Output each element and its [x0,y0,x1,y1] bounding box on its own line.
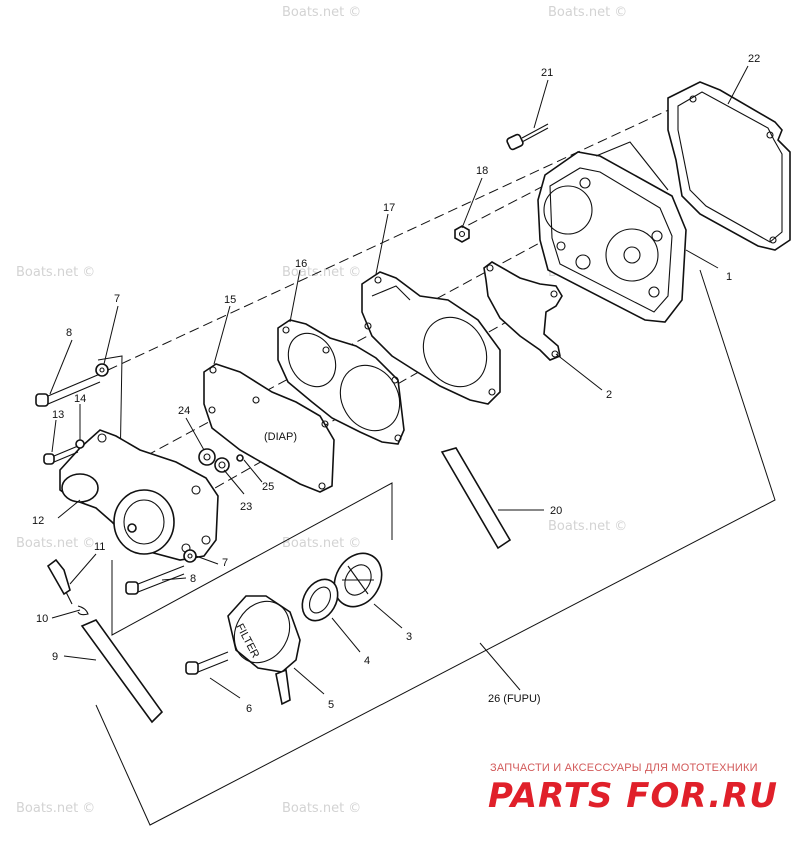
label-26-fupu: 26 (FUPU) [488,693,541,705]
part-7-washer-lower [183,549,197,563]
part-15-diaphragm: (DIAP) [203,363,335,493]
label-17: 17 [383,202,395,214]
label-18: 18 [476,165,488,177]
watermark: Boats.net © [16,801,95,816]
watermark: Boats.net © [16,536,95,551]
label-21: 21 [541,67,553,79]
label-8-upper: 8 [66,327,72,339]
part-3-filter-screen [333,552,383,608]
part-5-filter-cover: FILTER [227,595,301,706]
part-number-labels: 21 22 18 1 2 17 16 15 7 8 13 14 24 23 25… [32,53,760,715]
part-6-screw [185,651,229,675]
label-24: 24 [178,405,190,417]
label-10: 10 [36,613,48,625]
label-4: 4 [364,655,370,667]
label-11: 11 [94,541,105,553]
label-14: 14 [74,393,86,405]
label-13: 13 [52,409,64,421]
diap-label: (DIAP) [264,431,297,443]
part-2-plate [483,261,563,361]
part-11-fitting [46,558,73,605]
watermarks: Boats.net © Boats.net © Boats.net © Boat… [16,5,627,816]
watermark: Boats.net © [548,519,627,534]
part-24-washer [198,448,216,466]
partsfor-logo: PARTS FOR.RU [488,776,778,816]
part-22-gasket [667,81,791,251]
label-5: 5 [328,699,334,711]
label-7-upper: 7 [114,293,120,305]
leader-lines [49,65,749,699]
label-3: 3 [406,631,412,643]
label-12: 12 [32,515,44,527]
label-20: 20 [550,505,562,517]
part-4-gasket [301,578,339,622]
label-2: 2 [606,389,612,401]
label-25: 25 [262,481,274,493]
label-23: 23 [240,501,252,513]
footer-subtitle: ЗАПЧАСТИ И АКСЕССУАРЫ ДЛЯ МОТОТЕХНИКИ [490,762,758,774]
part-12-casting [59,429,219,561]
part-8-bolt-upper [35,373,101,407]
watermark: Boats.net © [282,536,361,551]
label-16: 16 [295,258,307,270]
part-1-pump-body [537,141,687,323]
part-25-screw [236,454,244,462]
watermark: Boats.net © [282,5,361,20]
part-9-hose [80,619,164,724]
part-7-washer-upper [95,363,109,377]
part-20-hose [440,447,512,550]
label-7-lower: 7 [222,557,228,569]
part-18-nut [454,225,470,243]
watermark: Boats.net © [548,5,627,20]
label-22: 22 [748,53,760,65]
part-10-clip [77,605,89,616]
part-17-housing [361,271,501,405]
part-23-washer [214,457,230,473]
part-21-screw [506,123,549,151]
label-15: 15 [224,294,236,306]
watermark: Boats.net © [16,265,95,280]
watermark: Boats.net © [282,265,361,280]
part-16-gasket [277,319,405,445]
part-8-bolt-lower [125,565,185,595]
label-6: 6 [246,703,252,715]
part-14-washer [75,439,85,449]
label-1: 1 [726,271,732,283]
part-13-screw [43,445,79,465]
label-8-lower: 8 [190,573,196,585]
watermark: Boats.net © [282,801,361,816]
assembly-bracket [95,269,776,826]
label-9: 9 [52,651,58,663]
